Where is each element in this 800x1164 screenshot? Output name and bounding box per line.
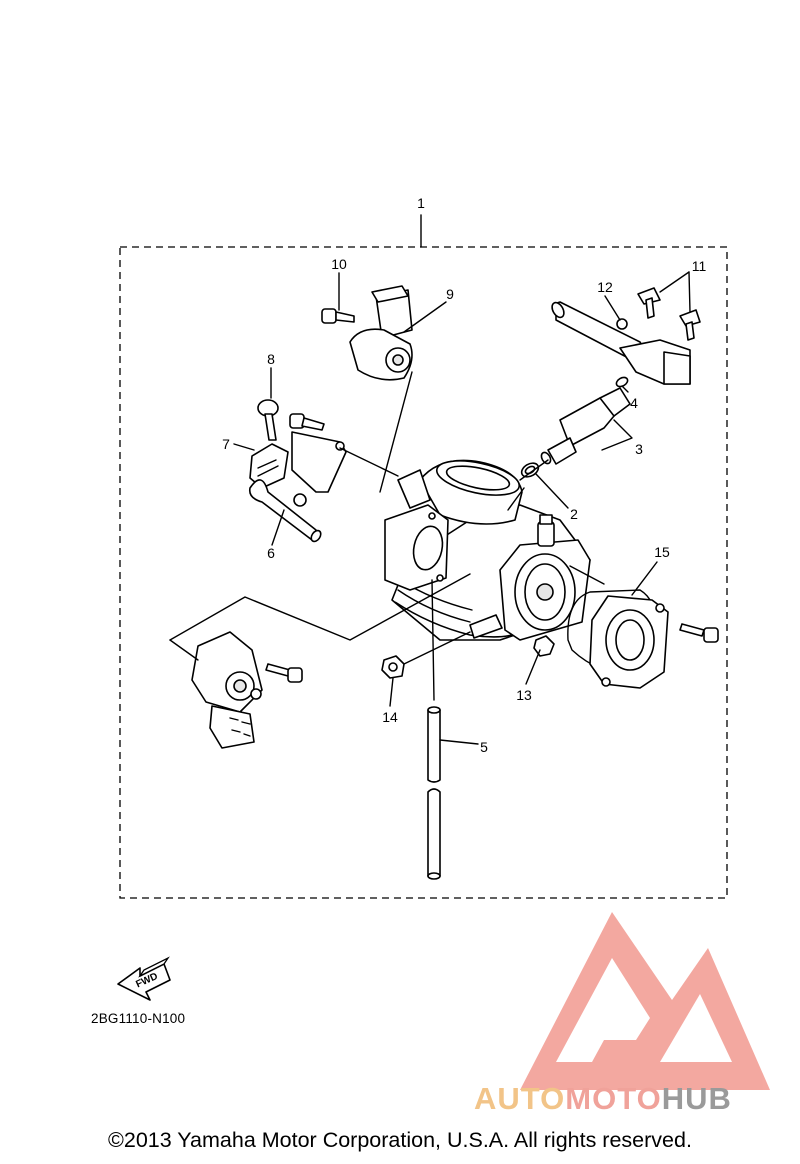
callout-label-14: 14 [382,709,398,725]
callout-label-1: 1 [417,195,425,211]
callout-label-5: 5 [480,739,488,755]
part-7-connector [249,443,289,489]
watermark-wordmark: AUTOMOTOHUB [474,1081,732,1117]
fwd-direction-badge: FWD [117,956,171,1001]
cover-screw [679,623,719,643]
watermark-word-part1: AUTO [474,1081,566,1116]
part-13-nut [533,635,555,657]
watermark-word-part2: MOTO [565,1081,662,1116]
part-6-hose [248,479,322,543]
callout-label-13: 13 [516,687,532,703]
callout-label-9: 9 [446,286,454,302]
part-5-hose [427,706,441,880]
part-14-nut [381,655,405,679]
lower-sensor-assembly [191,631,263,749]
part-3-injector [540,387,631,465]
watermark-word-part3: HUB [661,1081,732,1116]
callout-label-6: 6 [267,545,275,561]
watermark-logo [520,912,770,1090]
callout-label-11: 11 [692,258,707,274]
part-10-screw [321,308,355,324]
part-11-screws [637,287,701,341]
callout-label-8: 8 [267,351,275,367]
part-2-seal [520,462,540,478]
bracket-screw [289,413,325,431]
diagram-code: 2BG1110-N100 [91,1011,186,1026]
callout-label-3: 3 [635,441,643,457]
assembly-boundary [119,246,728,899]
callout-label-2: 2 [570,506,578,522]
copyright-notice: ©2013 Yamaha Motor Corporation, U.S.A. A… [108,1128,692,1152]
part-9-sensor [349,285,413,381]
callout-label-12: 12 [597,279,613,295]
part-15-cover [567,589,669,689]
callout-labels: 2 3 4 5 6 7 8 9 10 11 12 13 14 15 [222,256,706,755]
callout-label-10: 10 [331,256,347,272]
part-4-o-ring [615,376,629,388]
throttle-body [384,459,591,641]
leader-lines [169,271,691,745]
part-12-fuel-pipe [551,301,691,385]
callout-label-4: 4 [630,395,638,411]
callout-1: 1 [417,195,425,248]
part-8-screw [257,399,279,441]
callout-label-7: 7 [222,436,230,452]
bracket-plate [291,431,347,507]
lower-sensor-screw [265,663,303,683]
callout-label-15: 15 [654,544,670,560]
